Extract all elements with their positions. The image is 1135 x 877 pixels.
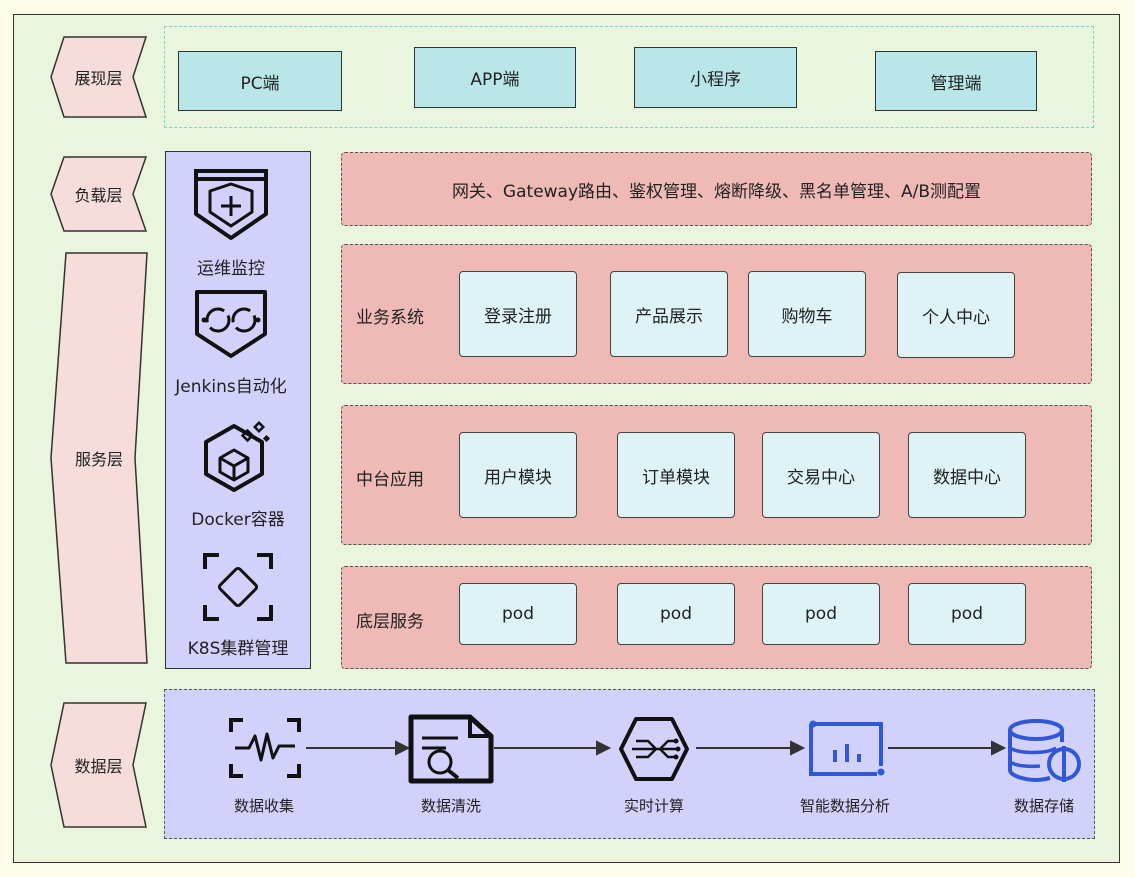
layer-label: 展现层 bbox=[74, 69, 123, 88]
shield-plus-icon bbox=[194, 169, 268, 240]
client-app: APP端 bbox=[414, 47, 576, 108]
database-icon bbox=[1008, 719, 1081, 783]
layer-label: 数据层 bbox=[74, 757, 123, 776]
layer-tag-service: 服务层 bbox=[50, 252, 148, 664]
pod-box: pod bbox=[908, 583, 1026, 645]
document-search-icon bbox=[408, 714, 494, 784]
layer-tag-load: 负载层 bbox=[50, 156, 147, 232]
sidebar-label-monitoring: 运维监控 bbox=[197, 259, 265, 279]
row-label-middle-platform: 中台应用 bbox=[356, 470, 424, 490]
layer-label: 服务层 bbox=[74, 450, 123, 469]
pipeline-label: 实时计算 bbox=[623, 797, 684, 815]
pipeline-arrows bbox=[306, 740, 1007, 756]
pulse-monitor-icon bbox=[229, 718, 301, 778]
client-pc: PC端 bbox=[178, 51, 342, 111]
module-box: 登录注册 bbox=[459, 271, 577, 357]
gateway-text: 网关、Gateway路由、鉴权管理、熔断降级、黑名单管理、A/B测配置 bbox=[451, 181, 982, 202]
pod-box: pod bbox=[617, 583, 735, 645]
sidebar-label-k8s: K8S集群管理 bbox=[187, 639, 289, 659]
pod-box: pod bbox=[762, 583, 880, 645]
module-box: 产品展示 bbox=[610, 271, 728, 357]
module-box: 购物车 bbox=[748, 271, 866, 357]
infinity-loop-icon bbox=[195, 290, 267, 358]
sidebar-label-docker: Docker容器 bbox=[191, 510, 285, 530]
pod-box: pod bbox=[459, 583, 577, 645]
module-box: 个人中心 bbox=[897, 272, 1015, 358]
module-box: 数据中心 bbox=[908, 432, 1026, 518]
gateway-panel: 网关、Gateway路由、鉴权管理、熔断降级、黑名单管理、A/B测配置 bbox=[341, 152, 1092, 226]
diamond-frame-icon bbox=[203, 553, 273, 621]
pipeline-label: 数据存储 bbox=[1013, 797, 1074, 815]
client-miniprogram: 小程序 bbox=[634, 47, 797, 108]
pipeline-label: 智能数据分析 bbox=[799, 797, 890, 815]
row-label-business: 业务系统 bbox=[356, 308, 424, 328]
presentation-panel bbox=[164, 26, 1094, 128]
layer-tag-presentation: 展现层 bbox=[50, 36, 147, 118]
module-box: 订单模块 bbox=[617, 432, 735, 518]
layer-label: 负载层 bbox=[74, 186, 123, 205]
module-box: 用户模块 bbox=[459, 432, 577, 518]
client-admin: 管理端 bbox=[875, 51, 1037, 111]
layer-tag-data: 数据层 bbox=[50, 702, 147, 828]
sidebar-label-jenkins: Jenkins自动化 bbox=[175, 377, 287, 397]
hexagon-flow-icon bbox=[619, 717, 689, 781]
module-box: 交易中心 bbox=[762, 432, 880, 518]
devops-sidebar bbox=[165, 151, 311, 669]
pipeline-label: 数据收集 bbox=[233, 797, 294, 815]
row-label-base-services: 底层服务 bbox=[356, 612, 424, 632]
cube-icon bbox=[204, 420, 271, 492]
bar-analytics-icon bbox=[809, 720, 885, 776]
pipeline-label: 数据清洗 bbox=[420, 797, 481, 815]
